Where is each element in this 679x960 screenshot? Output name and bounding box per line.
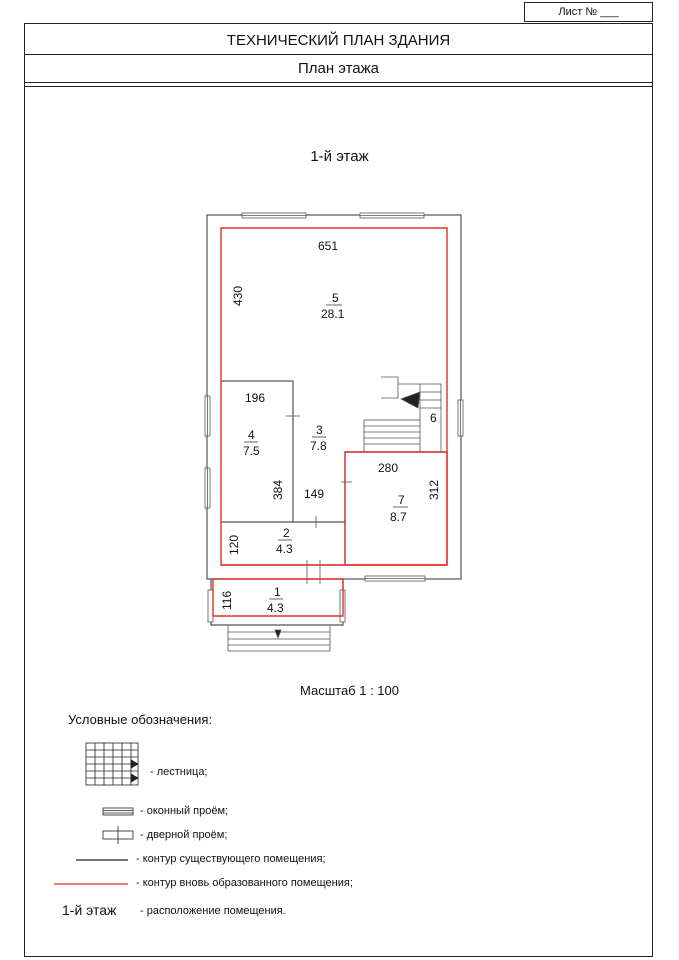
legend-window-text: - оконный проём;: [140, 805, 229, 817]
window-openings: [204, 212, 464, 623]
room2-area: 4.3: [276, 542, 293, 556]
room7-area: 8.7: [390, 510, 407, 524]
legend-window-icon: [102, 807, 134, 816]
room5-number: 5: [332, 291, 339, 305]
porch-steps: [227, 624, 331, 652]
dim-room4-width: 196: [245, 391, 265, 405]
door-openings: [286, 415, 352, 584]
scale-label: Масштаб 1 : 100: [300, 683, 399, 698]
room3-area: 7.8: [310, 439, 327, 453]
floor-title: 1-й этаж: [0, 148, 679, 165]
room1-number: 1: [274, 585, 281, 599]
legend-floor-label: 1-й этаж: [62, 902, 116, 918]
legend-new-label: - контур вновь образованного помещения;: [136, 877, 353, 889]
dim-room7-height: 312: [427, 480, 441, 500]
legend-stairs-label: - лестница;: [150, 766, 208, 778]
legend-door-label: - дверной проём;: [140, 829, 227, 841]
room4-number: 4: [248, 428, 255, 442]
room5-area: 28.1: [321, 307, 345, 321]
dim-room1-height: 116: [220, 591, 234, 610]
room4-area: 7.5: [243, 444, 260, 458]
stairs: [363, 376, 442, 453]
legend-location-text: - расположение помещения.: [140, 905, 286, 917]
new-room-contours: [212, 227, 448, 617]
document-subtitle-text: План этажа: [297, 60, 380, 77]
legend-existing-text: - контур существующего помещения;: [136, 853, 326, 865]
dim-top-width: 651: [318, 239, 338, 253]
dim-room2-height: 120: [227, 535, 241, 555]
room2-number: 2: [283, 526, 290, 540]
document-title-text: ТЕХНИЧЕСКИЙ ПЛАН ЗДАНИЯ: [226, 32, 451, 49]
dim-left-height: 430: [231, 286, 245, 306]
drawing-frame: [24, 23, 653, 957]
room1-area: 4.3: [267, 601, 284, 615]
existing-walls: [206, 214, 462, 626]
legend-existing-label: - контур существующего помещения;: [136, 853, 326, 865]
header-divider: [24, 86, 653, 87]
room6-number: 6: [430, 411, 437, 425]
dim-room3-width: 149: [304, 487, 324, 501]
room7-number: 7: [398, 493, 405, 507]
legend-new-text: - контур вновь образованного помещения;: [136, 877, 353, 889]
legend-door-icon: [102, 826, 134, 844]
legend-location-label: - расположение помещения.: [140, 905, 286, 917]
legend-window-label: - оконный проём;: [140, 805, 228, 817]
floor-title-text: 1-й этаж: [310, 148, 369, 165]
legend-floor-text: 1-й этаж: [62, 902, 117, 918]
legend-stairs-icon: [85, 742, 139, 786]
legend-title: Условные обозначения:: [68, 712, 212, 727]
scale-text: Масштаб 1 : 100: [300, 683, 399, 698]
legend-stairs-text: - лестница;: [150, 766, 208, 778]
dim-room4-height: 384: [271, 480, 285, 500]
document-title: ТЕХНИЧЕСКИЙ ПЛАН ЗДАНИЯ: [24, 27, 653, 55]
sheet-number-label: Лист № ___: [558, 6, 619, 18]
document-subtitle: План этажа: [24, 55, 653, 83]
legend-title-text: Условные обозначения:: [68, 712, 213, 727]
sheet-number-box: Лист № ___: [524, 2, 653, 22]
dim-room7-width: 280: [378, 461, 398, 475]
room3-number: 3: [316, 423, 323, 437]
legend-door-text: - дверной проём;: [140, 829, 228, 841]
